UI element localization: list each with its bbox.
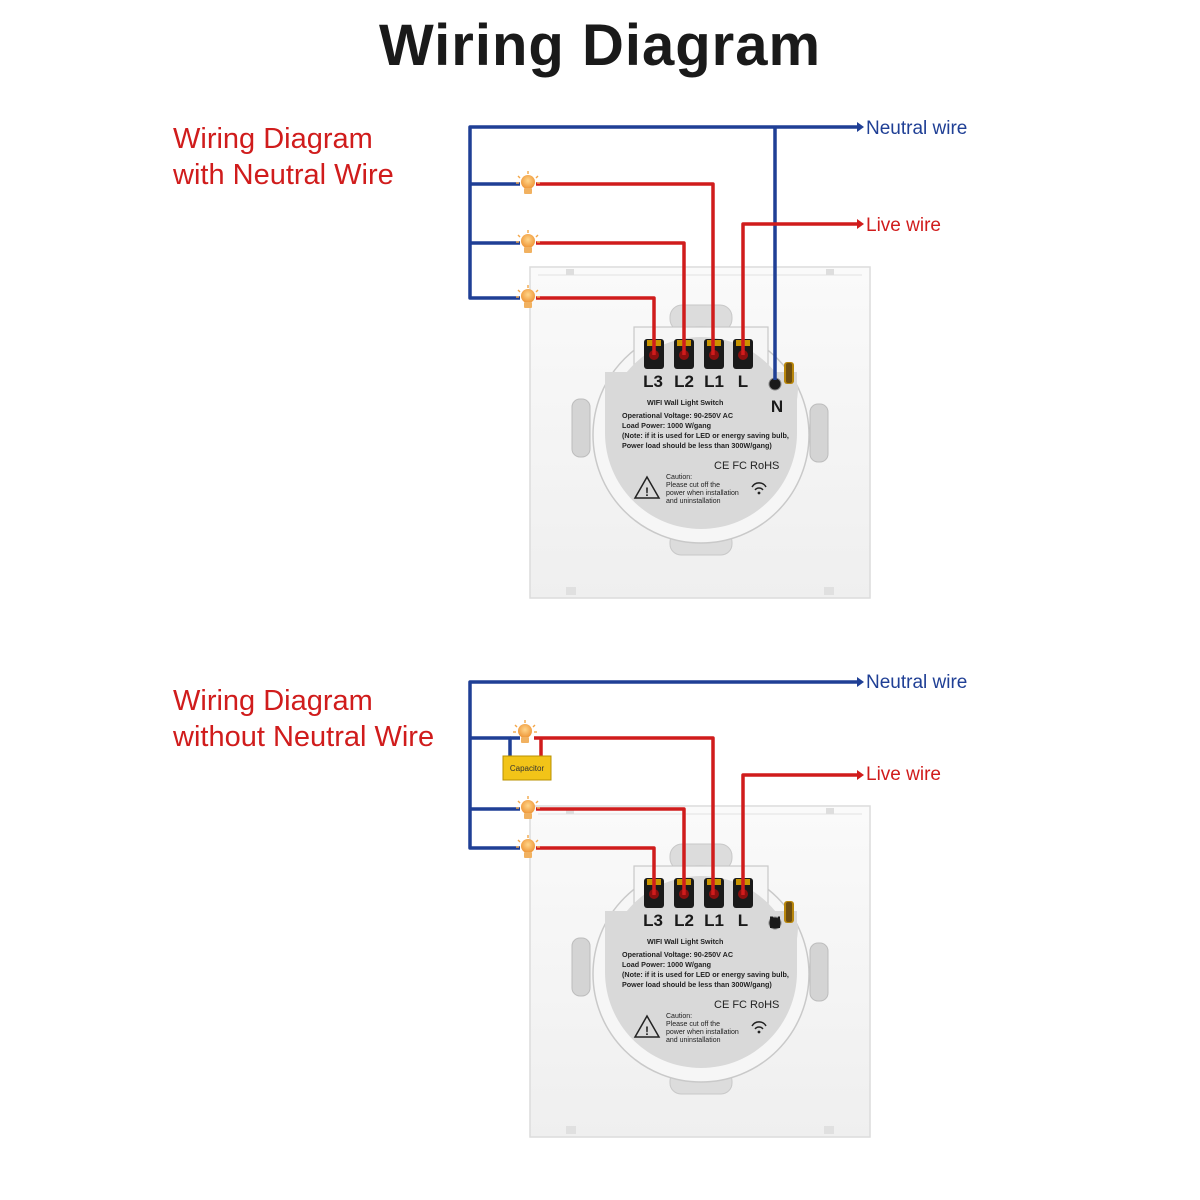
terminal-label-l3: L3 xyxy=(643,372,663,391)
terminal-label-l: L xyxy=(738,911,748,930)
live-wire-label: Live wire xyxy=(866,764,941,785)
caution-line-1: Caution: xyxy=(666,474,692,481)
device-name: WIFI Wall Light Switch xyxy=(647,937,723,946)
neutral-wires xyxy=(468,125,857,380)
diagram-2-title-line1: Wiring Diagram xyxy=(173,685,373,717)
device-name: WIFI Wall Light Switch xyxy=(647,398,723,407)
device-note-1: (Note: if it is used for LED or energy s… xyxy=(622,431,789,440)
caution-line-3: power when installation xyxy=(666,490,739,497)
diagram-1-title: Wiring Diagram with Neutral Wire xyxy=(173,121,394,193)
device-note-1: (Note: if it is used for LED or energy s… xyxy=(622,970,789,979)
terminal-label-l2: L2 xyxy=(674,372,694,391)
caution-line-2: Please cut off the xyxy=(666,1021,720,1028)
terminal-label-l2: L2 xyxy=(674,911,694,930)
caution-line-4: and uninstallation xyxy=(666,1037,721,1044)
capacitor-label: Capacitor xyxy=(510,764,545,773)
neutral-wire-label: Neutral wire xyxy=(866,672,967,693)
diagram-1-title-line2: with Neutral Wire xyxy=(173,159,394,191)
cert-marks: CE FC RoHS xyxy=(714,460,779,472)
capacitor xyxy=(502,755,552,781)
terminal-label-n: N xyxy=(769,913,781,932)
neutral-wires xyxy=(468,680,857,850)
live-arrow xyxy=(857,219,864,229)
caution-line-3: power when installation xyxy=(666,1029,739,1036)
device-voltage: Operational Voltage: 90-250V AC xyxy=(622,411,733,420)
neutral-arrow xyxy=(857,677,864,687)
neutral-arrow xyxy=(857,122,864,132)
terminal-label-l: L xyxy=(738,372,748,391)
diagram-2-title-line2: without Neutral Wire xyxy=(173,721,435,753)
terminal-label-l3: L3 xyxy=(643,911,663,930)
page-title: Wiring Diagram xyxy=(378,13,822,78)
device-load: Load Power: 1000 W/gang xyxy=(622,960,711,969)
live-wires xyxy=(534,736,857,895)
neutral-wire-label: Neutral wire xyxy=(866,118,967,139)
diagram-2: Capacitor Neutral wire Live wire L3 L2 L… xyxy=(468,672,967,1138)
live-arrow xyxy=(857,770,864,780)
cert-marks: CE FC RoHS xyxy=(714,999,779,1011)
diagram-1: Neutral wire Live wire L3 L2 L1 L N WIFI… xyxy=(468,118,967,599)
caution-line-1: Caution: xyxy=(666,1013,692,1020)
device-voltage: Operational Voltage: 90-250V AC xyxy=(622,950,733,959)
device-load: Load Power: 1000 W/gang xyxy=(622,421,711,430)
live-wire-label: Live wire xyxy=(866,215,941,236)
device-note-2: Power load should be less than 300W/gang… xyxy=(622,980,772,989)
terminal-label-n: N xyxy=(771,397,783,416)
diagram-2-title: Wiring Diagram without Neutral Wire xyxy=(173,683,434,755)
terminal-label-l1: L1 xyxy=(704,911,724,930)
caution-line-4: and uninstallation xyxy=(666,498,721,505)
live-wires xyxy=(536,182,857,355)
terminal-label-l1: L1 xyxy=(704,372,724,391)
caution-line-2: Please cut off the xyxy=(666,482,720,489)
diagram-1-title-line1: Wiring Diagram xyxy=(173,123,373,155)
device-note-2: Power load should be less than 300W/gang… xyxy=(622,441,772,450)
